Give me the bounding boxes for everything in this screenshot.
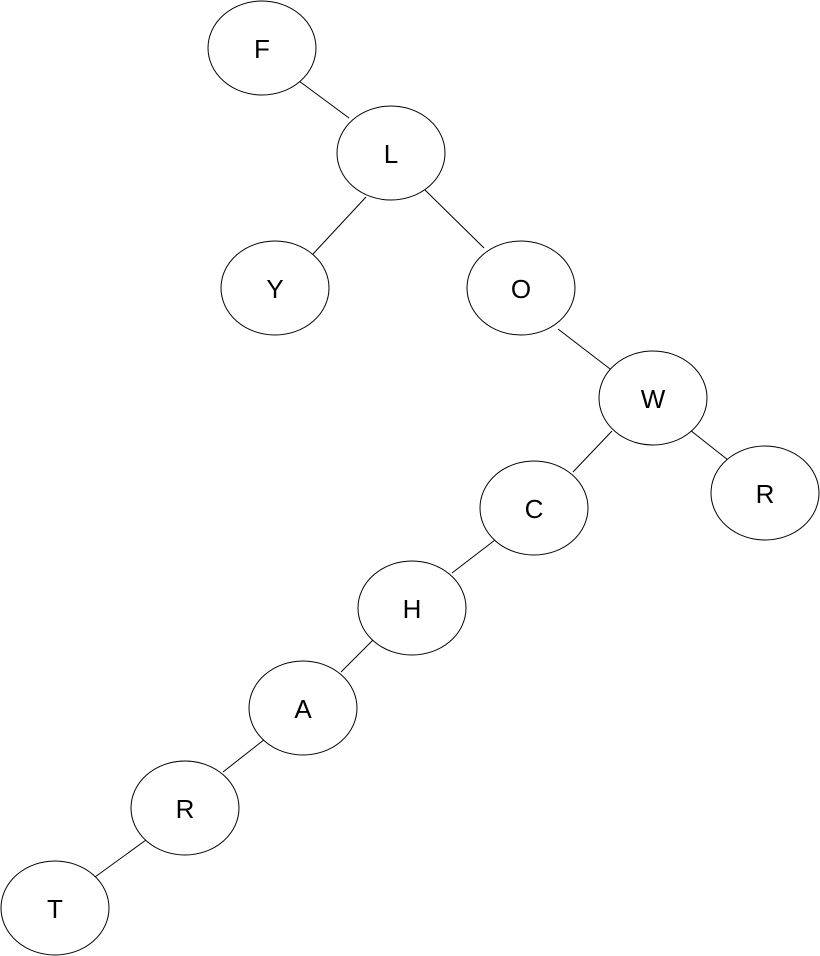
tree-node: O <box>466 240 576 336</box>
edge-l-y <box>312 196 367 255</box>
tree-node: T <box>0 860 110 956</box>
tree-node: A <box>248 660 358 756</box>
tree-node: C <box>479 460 589 556</box>
node-label: R <box>176 794 195 824</box>
tree-node: L <box>336 105 446 201</box>
edge-a-r <box>222 738 266 773</box>
edge-f-l <box>298 80 350 119</box>
node-label: A <box>294 694 312 724</box>
edge-o-w <box>557 328 615 373</box>
tree-node: W <box>598 350 708 446</box>
node-shape <box>248 660 358 756</box>
node-shape <box>357 560 467 656</box>
edge-w-r <box>689 429 729 461</box>
edge-w-c <box>572 430 613 473</box>
tree-node: R <box>130 760 240 856</box>
node-shape <box>220 240 330 336</box>
node-shape <box>479 460 589 556</box>
tree-edges <box>94 80 729 878</box>
edge-l-o <box>424 189 485 249</box>
node-label: Y <box>266 274 283 304</box>
edge-c-h <box>451 539 496 574</box>
node-label: W <box>641 384 666 414</box>
node-shape <box>0 860 110 956</box>
node-shape <box>710 445 820 541</box>
tree-node: H <box>357 560 467 656</box>
node-label: R <box>756 479 775 509</box>
node-label: F <box>254 34 270 64</box>
node-shape <box>598 350 708 446</box>
node-shape <box>130 760 240 856</box>
node-label: L <box>384 139 398 169</box>
node-label: T <box>47 894 63 924</box>
tree-node: Y <box>220 240 330 336</box>
tree-node: F <box>207 0 317 96</box>
edge-r-t <box>94 839 147 878</box>
edge-h-a <box>340 639 374 673</box>
node-label: O <box>511 274 531 304</box>
node-shape <box>466 240 576 336</box>
node-shape <box>336 105 446 201</box>
node-shape <box>207 0 317 96</box>
node-label: C <box>525 494 544 524</box>
tree-node: R <box>710 445 820 541</box>
node-label: H <box>403 594 422 624</box>
